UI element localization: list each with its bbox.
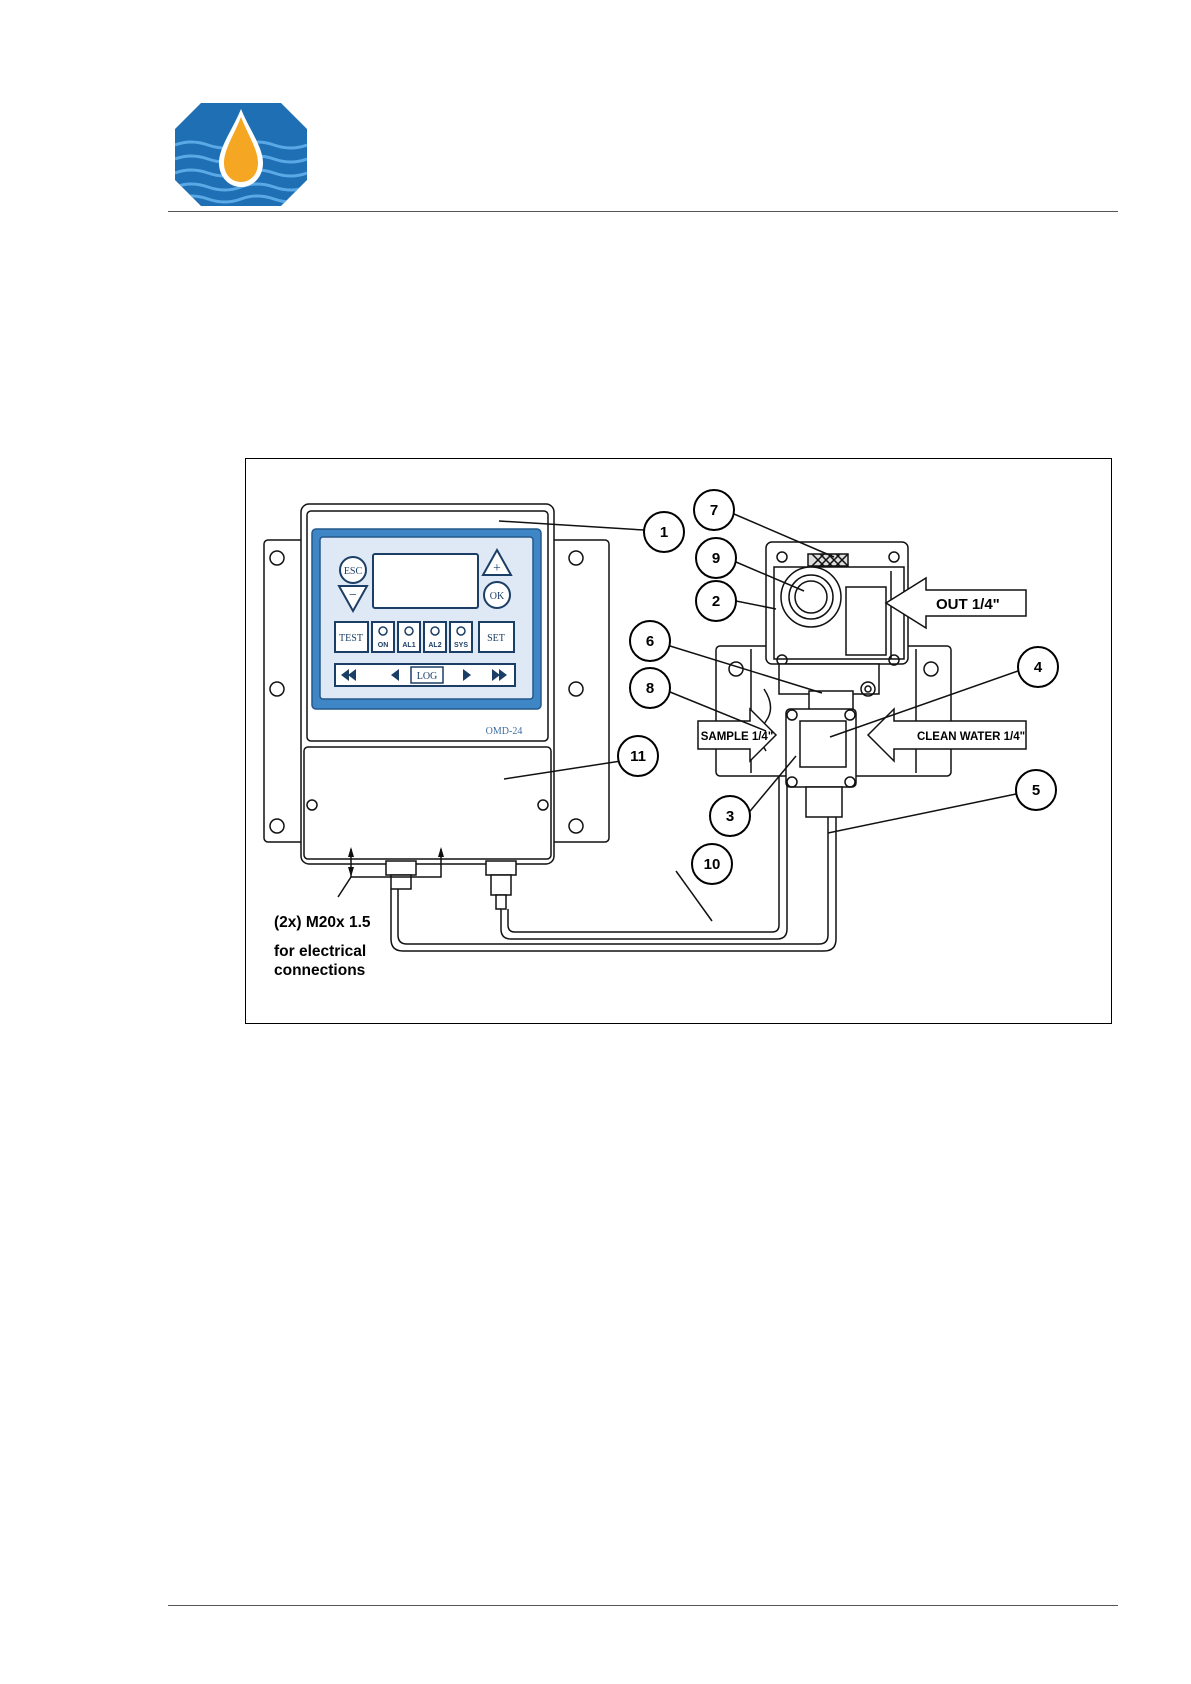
esc-label: ESC xyxy=(344,566,363,577)
on-led xyxy=(379,627,387,635)
callout-7: 7 xyxy=(710,502,718,519)
callout-6: 6 xyxy=(646,633,654,650)
callout-1: 1 xyxy=(660,524,668,541)
al2-label: AL2 xyxy=(428,642,441,649)
cable-gland-left xyxy=(386,861,416,889)
callout-2: 2 xyxy=(712,593,720,610)
callout-3: 3 xyxy=(726,808,734,825)
ok-label: OK xyxy=(490,591,505,602)
callout-10: 10 xyxy=(704,856,721,873)
callout-11: 11 xyxy=(630,748,646,765)
log-label: LOG xyxy=(417,671,438,682)
al2-led xyxy=(431,627,439,635)
lcd-display xyxy=(373,554,478,608)
callout-8: 8 xyxy=(646,680,654,697)
electrical-note-line1: for electrical xyxy=(274,942,366,961)
callout-9: 9 xyxy=(712,550,720,567)
header-divider xyxy=(168,211,1118,212)
breather-filter xyxy=(808,554,848,566)
gland-note: (2x) M20x 1.5 xyxy=(274,913,371,932)
fan-icon xyxy=(781,567,841,627)
callout-5: 5 xyxy=(1032,782,1040,799)
plus-label: + xyxy=(493,561,501,576)
on-label: ON xyxy=(378,642,389,649)
terminal-cover xyxy=(304,747,551,859)
sys-led xyxy=(457,627,465,635)
electrical-note-line2: connections xyxy=(274,961,365,980)
footer-divider xyxy=(168,1605,1118,1606)
clean-water-port-label: CLEAN WATER 1/4" xyxy=(917,731,1025,743)
sys-label: SYS xyxy=(454,642,468,649)
callout-4: 4 xyxy=(1034,659,1043,676)
model-label: OMD-24 xyxy=(486,726,523,737)
installation-diagram: ESC − + OK TEST SET LOG OMD-24 ON AL1 AL… xyxy=(246,459,1113,1025)
sample-port-label: SAMPLE 1/4" xyxy=(701,731,774,743)
out-port-label: OUT 1/4" xyxy=(936,596,1000,613)
al1-led xyxy=(405,627,413,635)
test-label: TEST xyxy=(339,633,363,644)
al1-label: AL1 xyxy=(402,642,415,649)
company-logo xyxy=(175,103,307,206)
minus-label: − xyxy=(349,588,357,603)
cable-gland-right xyxy=(486,861,516,909)
installation-figure: ESC − + OK TEST SET LOG OMD-24 ON AL1 AL… xyxy=(245,458,1112,1024)
set-label: SET xyxy=(487,633,505,644)
